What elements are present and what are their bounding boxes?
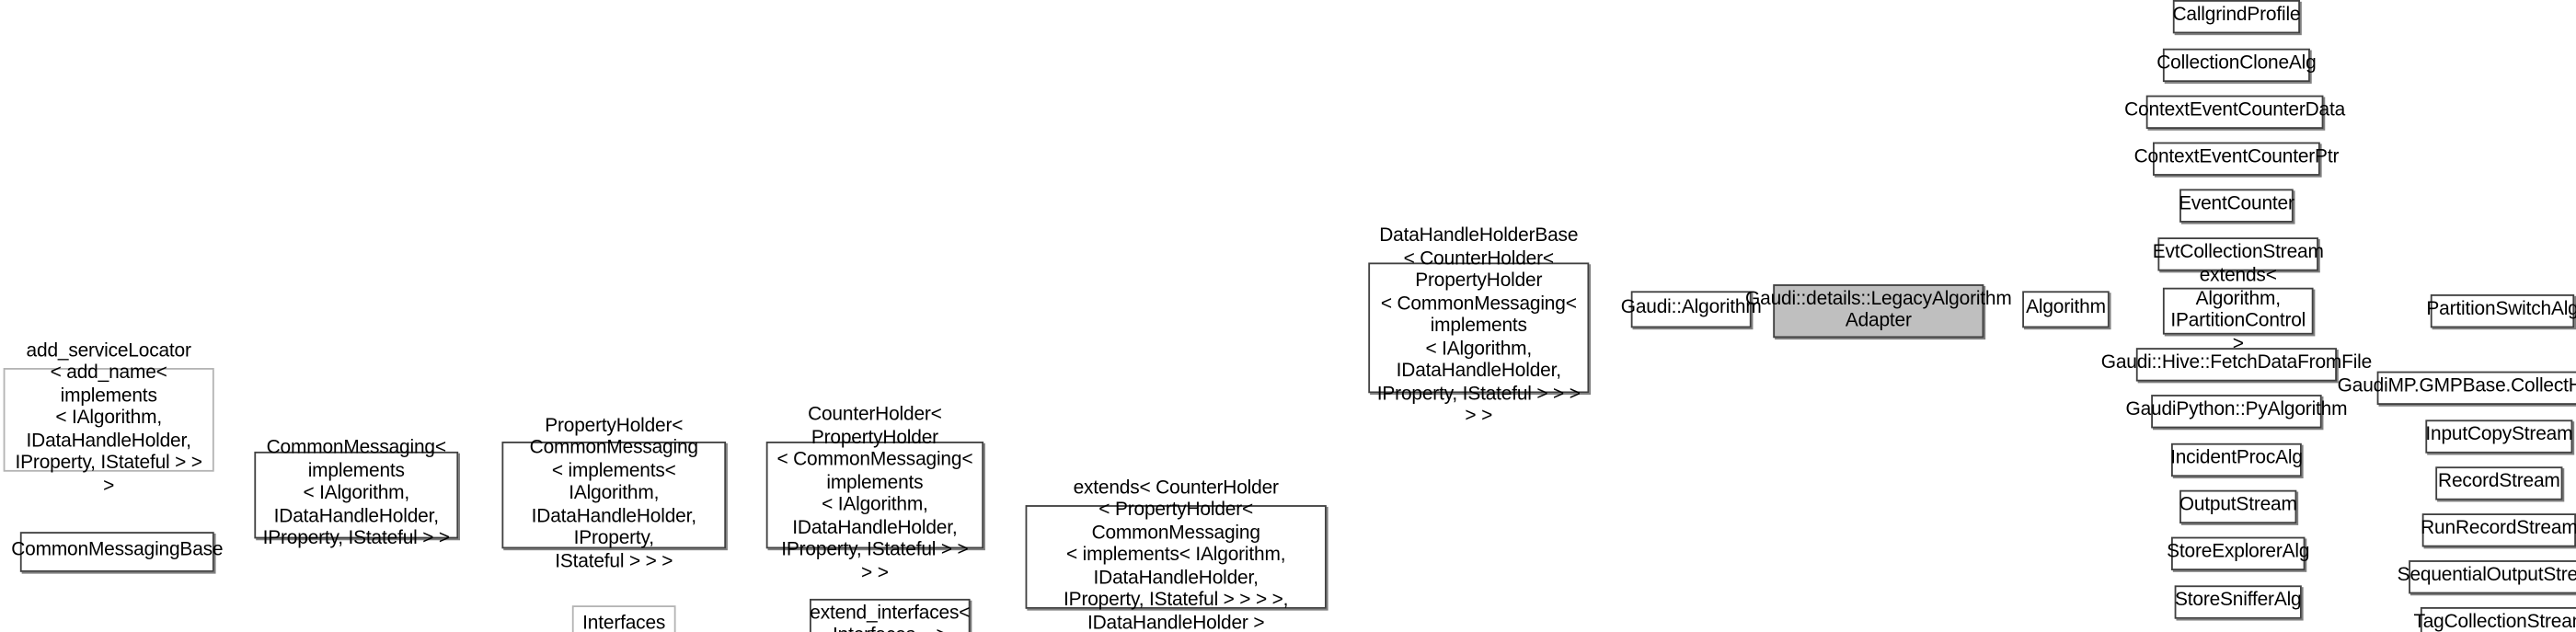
node-inputcopystream[interactable]: InputCopyStream <box>2425 419 2573 454</box>
node-extends-counterholder[interactable]: extends< CounterHolder < PropertyHolder<… <box>1025 478 1327 632</box>
node-storeexploreralg[interactable]: StoreExplorerAlg <box>2167 536 2309 570</box>
node-sequentialoutputstream[interactable]: SequentialOutputStream <box>2398 560 2576 594</box>
node-extends-algorithm-ipartitioncontrol[interactable]: extends< Algorithm, IPartitionControl > <box>2162 266 2314 354</box>
node-contexteventcounterdata[interactable]: ContextEventCounterData <box>2124 95 2345 129</box>
node-incidentprocalg[interactable]: IncidentProcAlg <box>2170 442 2303 477</box>
node-legacyalgorithmadapter[interactable]: Gaudi::details::LegacyAlgorithm Adapter <box>1745 284 2012 339</box>
node-interfaces[interactable]: Interfaces <box>571 605 676 632</box>
node-commonmessagingbase[interactable]: CommonMessagingBase <box>11 532 224 572</box>
node-outputstream[interactable]: OutputStream <box>2179 489 2297 524</box>
node-propertyholder[interactable]: PropertyHolder< CommonMessaging < implem… <box>501 416 727 571</box>
node-recordstream[interactable]: RecordStream <box>2435 466 2563 500</box>
node-tagcollectionstream[interactable]: TagCollectionStream <box>2413 607 2576 632</box>
node-collecthistograms[interactable]: GaudiMP.GMPBase.CollectHistograms <box>2338 371 2576 405</box>
node-commonmessaging[interactable]: CommonMessaging< implements < IAlgorithm… <box>254 439 459 549</box>
node-collectionclonealg[interactable]: CollectionCloneAlg <box>2156 48 2317 83</box>
node-runrecordstream[interactable]: RunRecordStream <box>2421 513 2576 547</box>
node-storesnifferalg[interactable]: StoreSnifferAlg <box>2174 585 2302 619</box>
node-pyalgorithm[interactable]: GaudiPython::PyAlgorithm <box>2125 395 2348 429</box>
node-evtcollectionstream[interactable]: EvtCollectionStream <box>2153 237 2324 271</box>
node-counterholder[interactable]: CounterHolder< PropertyHolder < CommonMe… <box>765 405 984 583</box>
node-fetchdatafromfile[interactable]: Gaudi::Hive::FetchDataFromFile <box>2101 348 2372 382</box>
node-extend-interfaces[interactable]: extend_interfaces< Interfaces... > <box>810 598 971 632</box>
node-gaudi-algorithm[interactable]: Gaudi::Algorithm <box>1621 291 1762 328</box>
node-callgrindprofile[interactable]: CallgrindProfile <box>2172 0 2301 34</box>
node-eventcounter[interactable]: EventCounter <box>2179 189 2294 223</box>
node-add-servicelocator[interactable]: add_serviceLocator < add_name< implement… <box>3 340 214 497</box>
node-algorithm[interactable]: Algorithm <box>2022 291 2110 328</box>
node-partitionswitchalg[interactable]: PartitionSwitchAlg <box>2426 294 2576 328</box>
node-contexteventcounterptr[interactable]: ContextEventCounterPtr <box>2134 142 2339 176</box>
node-datahandleholderbase[interactable]: DataHandleHolderBase < CounterHolder< Pr… <box>1368 226 1590 427</box>
